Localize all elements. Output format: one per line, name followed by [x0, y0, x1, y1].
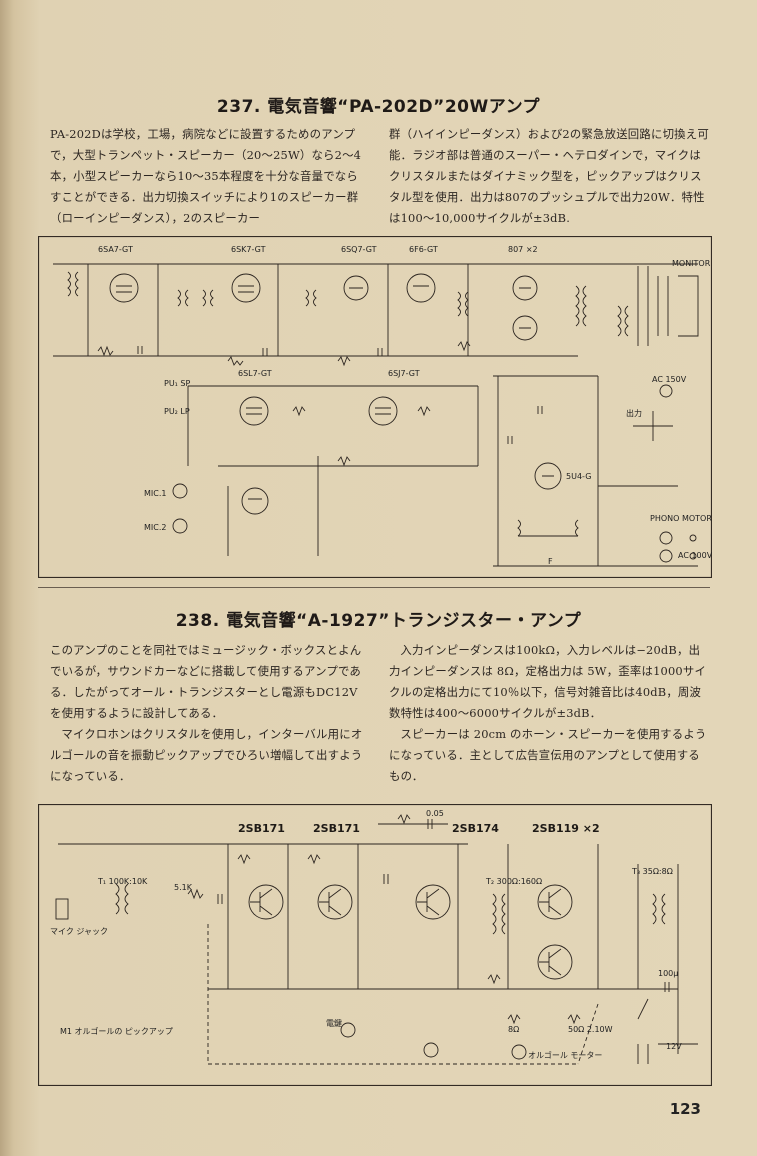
- tube-label: 6SA7-GT: [98, 245, 133, 254]
- transistor-label: 2SB171: [238, 822, 285, 835]
- section-238-right-text: 入力インピーダンスは100kΩ，入力レベルは−20dB，出力インピーダンスは 8…: [389, 640, 711, 787]
- monitor-label: MONITOR: [672, 259, 711, 268]
- section-238-right-paragraph: 入力インピーダンスは100kΩ，入力レベルは−20dB，出力インピーダンスは 8…: [389, 643, 707, 720]
- a1927-schematic: 2SB171 2SB171 2SB174 2SB119 ×2 T₁ 100K:1…: [38, 804, 712, 1086]
- motor-label: オルゴール モーター: [528, 1050, 602, 1060]
- pu-sp-label: PU₁ SP: [164, 379, 191, 388]
- ac-meter-label: AC 150V: [652, 375, 687, 384]
- tube-label: 5U4-G: [566, 472, 591, 481]
- r-50-2w-label: 50Ω 2.10W: [568, 1025, 613, 1034]
- battery-label: 12V: [666, 1042, 682, 1051]
- section-238-left-text: このアンプのことを同社ではミュージック・ボックスとよんでいるが，サウンドカーなど…: [50, 640, 368, 787]
- tube-label: 6F6-GT: [409, 245, 438, 254]
- tube-label: 6SL7-GT: [238, 369, 272, 378]
- ac-in-label: AC 100V: [678, 551, 712, 560]
- tube-label: 6SQ7-GT: [341, 245, 377, 254]
- phono-motor-label: PHONO MOTOR: [650, 514, 712, 523]
- section-237-left-paragraph: PA-202Dは学校，工場，病院などに設置するためのアンプで，大型トランペット・…: [50, 127, 362, 225]
- t1-label: T₁ 100K:10K: [97, 877, 148, 886]
- transistor-label: 2SB174: [452, 822, 499, 835]
- mic2-label: MIC.2: [144, 523, 166, 532]
- mic-jack-label: マイク ジャック: [50, 927, 108, 936]
- pu-lp-label: PU₂ LP: [164, 407, 190, 416]
- mic1-label: MIC.1: [144, 489, 166, 498]
- section-divider: [38, 587, 710, 588]
- section-237-right-paragraph: 群（ハイインピーダンス）および2の緊急放送回路に切換え可能．ラジオ部は普通のスー…: [389, 127, 709, 225]
- section-238-left-paragraph: マイクロホンはクリスタルを使用し，インターバル用にオルゴールの音を振動ピックアッ…: [50, 727, 363, 783]
- pa202d-schematic: 6SA7-GT 6SK7-GT 6SQ7-GT 6F6-GT 807 ×2 6S…: [38, 236, 712, 578]
- cap-100u-label: 100μ: [658, 969, 678, 978]
- r-8-label: 8Ω: [508, 1025, 519, 1034]
- section-237-heading: 237. 電気音響“PA-202D”20Wアンプ: [216, 97, 541, 117]
- fuse-label: F: [548, 557, 553, 566]
- section-238-right-paragraph: スピーカーは 20cm のホーン・スピーカーを使用するようになっている．主として…: [389, 727, 707, 783]
- tube-label: 6SJ7-GT: [388, 369, 420, 378]
- m1-label: M1 オルゴールの ピックアップ: [60, 1026, 173, 1036]
- tube-label: 6SK7-GT: [231, 245, 266, 254]
- t2-label: T₂ 300Ω:160Ω: [485, 877, 542, 886]
- c-005-label: 0.05: [426, 809, 444, 818]
- transistor-label: 2SB119 ×2: [532, 822, 600, 835]
- transistor-label: 2SB171: [313, 822, 360, 835]
- section-238-heading: 238. 電気音響“A-1927”トランジスター・アンプ: [175, 611, 582, 631]
- section-238-left-paragraph: このアンプのことを同社ではミュージック・ボックスとよんでいるが，サウンドカーなど…: [50, 643, 362, 720]
- electric-lamp-label: 電鍵: [326, 1018, 342, 1028]
- page-number: 123: [669, 1100, 701, 1118]
- t3-label: T₃ 35Ω:8Ω: [631, 867, 673, 876]
- r-51k-label: 5.1K: [174, 883, 193, 892]
- tube-label: 807 ×2: [508, 245, 538, 254]
- section-237-right-text: 群（ハイインピーダンス）および2の緊急放送回路に切換え可能．ラジオ部は普通のスー…: [389, 124, 711, 229]
- output-switch-label: 出力: [626, 408, 642, 418]
- section-237-left-text: PA-202Dは学校，工場，病院などに設置するためのアンプで，大型トランペット・…: [50, 124, 365, 229]
